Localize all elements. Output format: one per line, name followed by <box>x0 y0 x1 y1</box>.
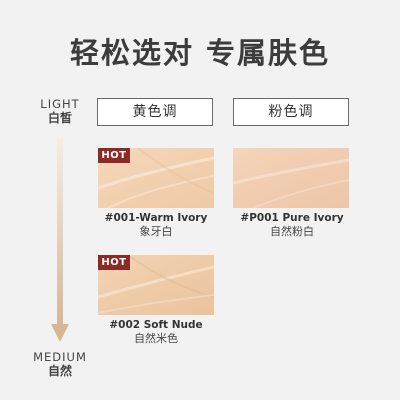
swatch-pure-ivory[interactable] <box>233 148 349 208</box>
page-title: 轻松选对 专属肤色 <box>69 36 331 70</box>
shade-code: #P001 Pure Ivory <box>240 212 344 224</box>
caption-soft-nude: #002 Soft Nude 自然米色 <box>86 318 226 346</box>
shade-name: 自然米色 <box>134 332 178 345</box>
tab-yellow-undertone[interactable]: 黄色调 <box>97 98 213 126</box>
shade-code: #002 Soft Nude <box>109 319 203 331</box>
shade-code: #001-Warm Ivory <box>104 212 208 224</box>
scale-medium-zh: 自然 <box>47 364 72 378</box>
swatch-soft-nude[interactable]: HOT <box>98 255 214 315</box>
hot-badge: HOT <box>98 148 130 163</box>
scale-light-zh: 白皙 <box>47 111 72 125</box>
swatch-soft-nude-texture <box>98 255 214 315</box>
shade-name: 象牙白 <box>139 225 173 238</box>
scale-medium-en: MEDIUM <box>33 350 87 364</box>
tab-pink-undertone[interactable]: 粉色调 <box>233 98 349 126</box>
shade-name: 自然粉白 <box>270 225 314 238</box>
caption-warm-ivory: #001-Warm Ivory 象牙白 <box>86 211 226 239</box>
swatch-warm-ivory[interactable]: HOT <box>98 148 214 208</box>
scale-light-label: LIGHT 白皙 <box>30 97 90 125</box>
scale-light-en: LIGHT <box>40 97 80 111</box>
scale-medium-label: MEDIUM 自然 <box>26 350 94 378</box>
caption-pure-ivory: #P001 Pure Ivory 自然粉白 <box>222 211 362 239</box>
swatch-pure-ivory-texture <box>233 148 349 208</box>
hot-badge: HOT <box>98 255 130 270</box>
shade-scale-arrow <box>51 138 69 342</box>
